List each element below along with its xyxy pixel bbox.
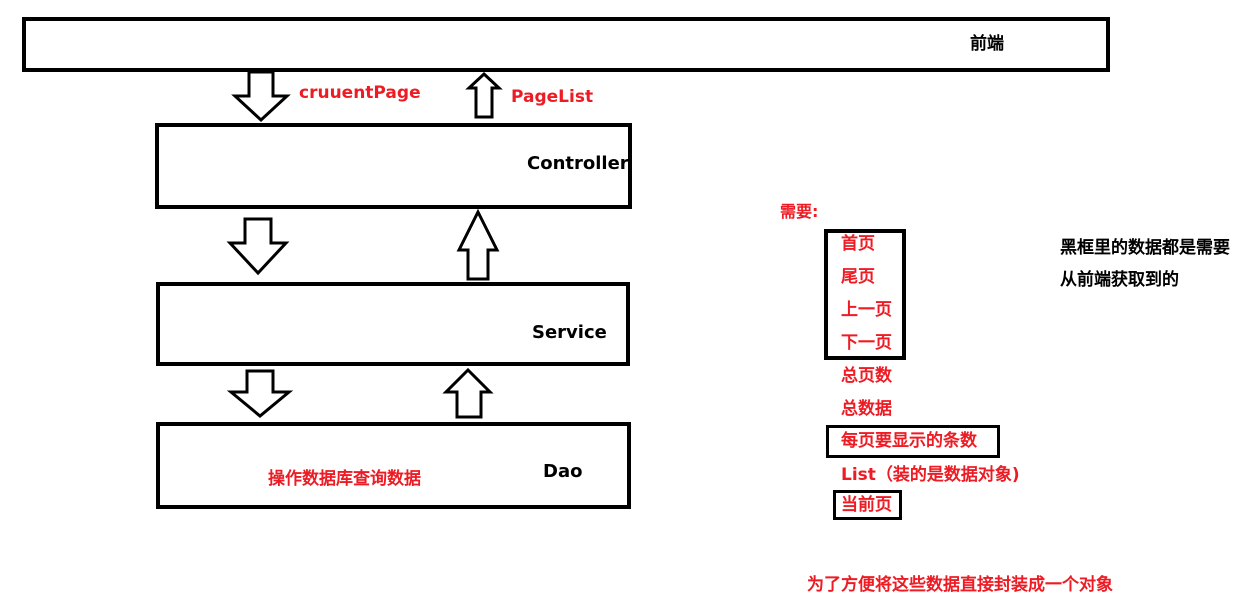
frontend-note-line1: 黑框里的数据都是需要 <box>1060 238 1230 258</box>
dao-label: Dao <box>543 461 583 482</box>
previous-page-item: 上一页 <box>841 300 892 320</box>
list-item: List（装的是数据对象) <box>841 465 1020 485</box>
request-param-label: cruuentPage <box>299 83 421 103</box>
controller-box <box>155 123 632 209</box>
current-page-box <box>833 490 902 520</box>
down-arrow-icon <box>231 70 291 123</box>
response-object-label: PageList <box>511 87 594 107</box>
up-arrow-icon <box>465 71 503 119</box>
controller-label: Controller <box>527 153 629 174</box>
page-size-item: 每页要显示的条数 <box>841 431 977 451</box>
down-arrow-icon <box>226 217 290 276</box>
service-box <box>156 282 630 366</box>
up-arrow-icon <box>456 208 500 281</box>
service-label: Service <box>532 322 607 343</box>
current-page-item: 当前页 <box>841 495 892 515</box>
frontend-box <box>22 17 1110 72</box>
first-page-item: 首页 <box>841 234 875 254</box>
total-records-item: 总数据 <box>841 399 892 419</box>
page-size-box <box>826 425 1000 458</box>
encapsulate-note: 为了方便将这些数据直接封装成一个对象 <box>807 575 1113 595</box>
dao-note: 操作数据库查询数据 <box>268 469 421 489</box>
frontend-label: 前端 <box>970 34 1004 54</box>
up-arrow-icon <box>442 367 494 419</box>
nav-pages-box <box>824 229 906 360</box>
requirements-heading: 需要: <box>780 202 819 221</box>
next-page-item: 下一页 <box>841 333 892 353</box>
dao-box <box>156 422 631 509</box>
total-pages-item: 总页数 <box>841 366 892 386</box>
down-arrow-icon <box>226 369 294 418</box>
last-page-item: 尾页 <box>841 267 875 287</box>
frontend-note-line2: 从前端获取到的 <box>1060 270 1179 290</box>
